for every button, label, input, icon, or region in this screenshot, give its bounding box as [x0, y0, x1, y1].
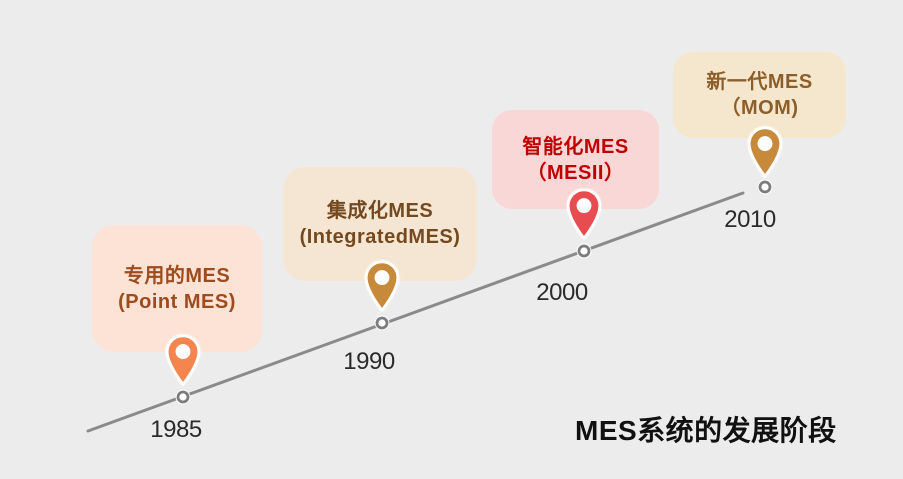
milestone-card-1985: 专用的MES (Point MES) — [92, 225, 262, 352]
milestone-subtitle: （MOM) — [720, 97, 799, 119]
map-pin-icon — [364, 260, 400, 312]
page-title: MES系统的发展阶段 — [575, 415, 837, 446]
year-label-2010: 2010 — [724, 206, 776, 233]
milestone-name: 集成化MES — [326, 200, 434, 222]
year-label-1985: 1985 — [150, 416, 202, 443]
map-pin-icon — [747, 126, 783, 178]
milestone-subtitle: （MESII） — [526, 161, 625, 184]
milestone-subtitle: (Point MES) — [118, 290, 236, 313]
map-pin-icon — [566, 188, 602, 240]
milestone-name: 智能化MES — [522, 135, 629, 158]
milestone-card-2000: 智能化MES （MESII） — [492, 110, 659, 209]
timeline-node-1985 — [175, 389, 191, 405]
year-label-2000: 2000 — [536, 279, 588, 306]
map-pin-icon — [165, 334, 201, 386]
year-label-1990: 1990 — [343, 348, 395, 375]
milestone-card-2010: 新一代MES （MOM) — [673, 52, 846, 138]
milestone-subtitle: (IntegratedMES) — [299, 226, 461, 248]
timeline-node-1990 — [374, 315, 390, 331]
milestone-name: 专用的MES — [123, 264, 231, 287]
timeline-node-2010 — [757, 179, 773, 195]
timeline-node-2000 — [576, 243, 592, 259]
milestone-card-1990: 集成化MES (IntegratedMES) — [283, 167, 477, 281]
milestone-name: 新一代MES — [706, 71, 813, 93]
